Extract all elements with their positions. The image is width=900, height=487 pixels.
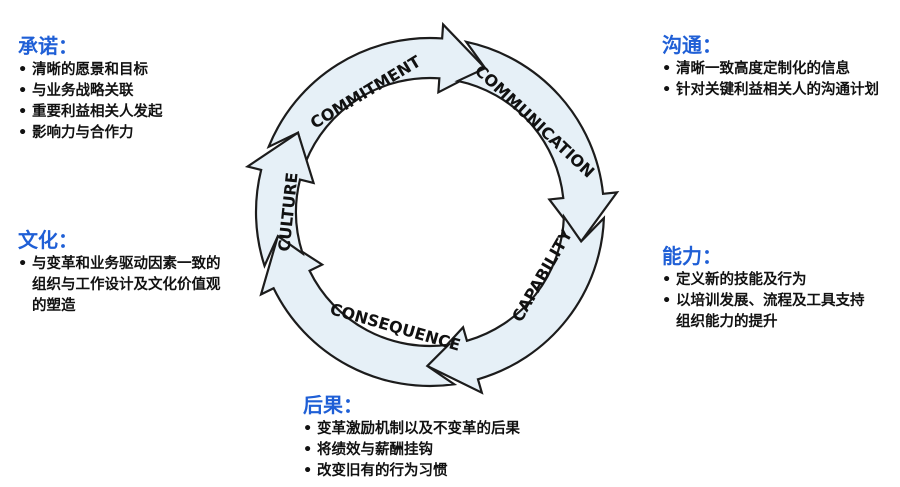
arrow-segment-culture xyxy=(244,130,316,269)
consequence-list: 变革激励机制以及不变革的后果 将绩效与薪酬挂钩 改变旧有的行为习惯 xyxy=(303,419,603,482)
list-item: 重要利益相关人发起 xyxy=(18,102,228,123)
consequence-title: 后果： xyxy=(303,393,363,417)
culture-list: 与变革和业务驱动因素一致的组织与工作设计及文化价值观的塑造 xyxy=(18,254,223,317)
capability-title: 能力： xyxy=(662,244,722,268)
list-item: 以培训发展、流程及工具支持组织能力的提升 xyxy=(662,291,877,333)
list-item: 变革激励机制以及不变革的后果 xyxy=(303,419,603,440)
capability-panel: 能力： 定义新的技能及行为 以培训发展、流程及工具支持组织能力的提升 xyxy=(662,244,877,333)
list-item: 清晰的愿景和目标 xyxy=(18,60,228,81)
commitment-title: 承诺： xyxy=(18,34,78,58)
communication-panel: 沟通： 清晰一致高度定制化的信息 针对关键利益相关人的沟通计划 xyxy=(662,33,892,101)
commitment-list: 清晰的愿景和目标 与业务战略关联 重要利益相关人发起 影响力与合作力 xyxy=(18,60,228,144)
list-item: 改变旧有的行为习惯 xyxy=(303,461,603,482)
list-item: 将绩效与薪酬挂钩 xyxy=(303,440,603,461)
list-item: 针对关键利益相关人的沟通计划 xyxy=(662,80,892,101)
commitment-panel: 承诺： 清晰的愿景和目标 与业务战略关联 重要利益相关人发起 影响力与合作力 xyxy=(18,34,228,144)
communication-title: 沟通： xyxy=(662,33,722,57)
list-item: 定义新的技能及行为 xyxy=(662,270,877,291)
list-item: 与变革和业务驱动因素一致的组织与工作设计及文化价值观的塑造 xyxy=(18,254,223,317)
culture-title: 文化： xyxy=(18,228,78,252)
culture-panel: 文化： 与变革和业务驱动因素一致的组织与工作设计及文化价值观的塑造 xyxy=(18,228,223,317)
capability-list: 定义新的技能及行为 以培训发展、流程及工具支持组织能力的提升 xyxy=(662,270,877,333)
list-item: 影响力与合作力 xyxy=(18,123,228,144)
list-item: 与业务战略关联 xyxy=(18,81,228,102)
list-item: 清晰一致高度定制化的信息 xyxy=(662,59,892,80)
consequence-panel: 后果： 变革激励机制以及不变革的后果 将绩效与薪酬挂钩 改变旧有的行为习惯 xyxy=(303,393,603,482)
communication-list: 清晰一致高度定制化的信息 针对关键利益相关人的沟通计划 xyxy=(662,59,892,101)
